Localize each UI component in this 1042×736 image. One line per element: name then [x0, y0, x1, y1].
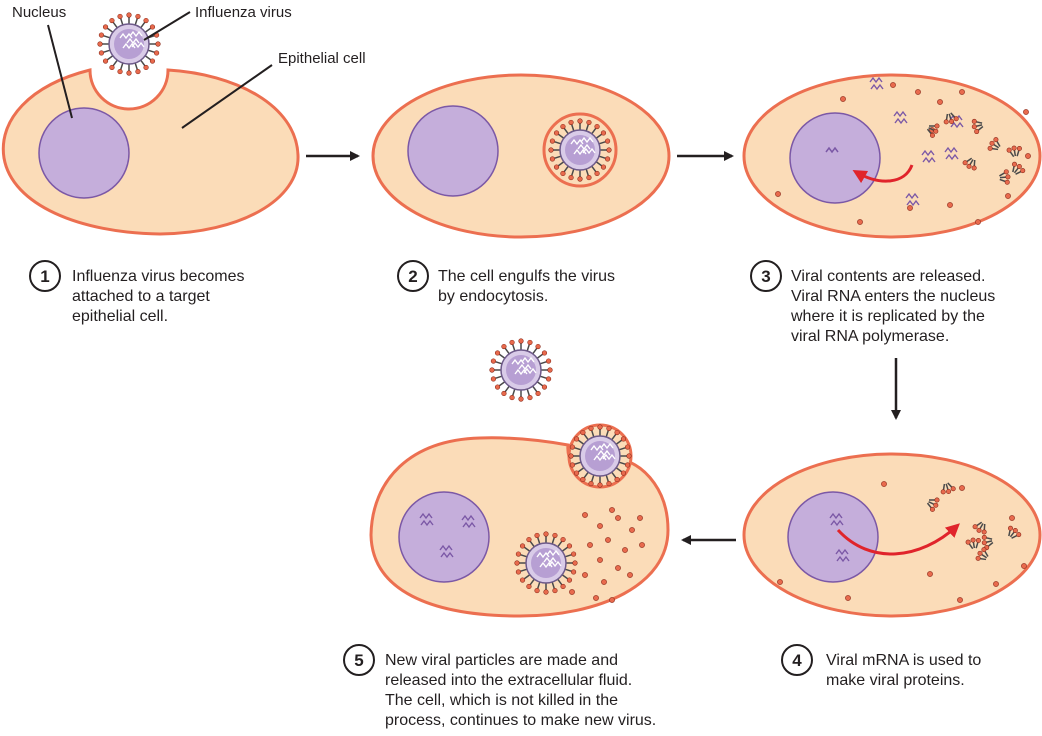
- viral-rna-in-nucleus: [825, 146, 839, 154]
- step-number: 4: [792, 651, 802, 670]
- cell-step-4: [742, 452, 1042, 618]
- step-2-caption: 2 The cell engulfs the virus by endocyto…: [397, 260, 619, 305]
- cell-pointer-line: [181, 64, 273, 129]
- label-nucleus: Nucleus: [12, 4, 66, 21]
- step-4-caption: 4 Viral mRNA is used to make viral prote…: [781, 644, 986, 689]
- step-1-caption: 1 Influenza virus becomes attached to a …: [29, 260, 249, 325]
- step-description: Viral mRNA is used to make viral protein…: [826, 652, 986, 689]
- epithelial-cell: [742, 73, 1042, 239]
- released-free-virus: [489, 338, 553, 402]
- step-description: Viral contents are released. Viral RNA e…: [790, 268, 1000, 345]
- rna-entry-arrow: [852, 164, 914, 184]
- step-number-badge: [781, 644, 813, 676]
- nucleus: [398, 491, 490, 583]
- virus-pointer-line: [143, 11, 191, 41]
- viral-proteins: [569, 507, 645, 603]
- step-3-caption: 3 Viral contents are released. Viral RNA…: [750, 260, 1000, 345]
- engulfed-virus: [548, 118, 612, 182]
- cell-step-3: [742, 73, 1042, 239]
- nucleus: [787, 491, 879, 583]
- viral-mrna: [829, 512, 850, 563]
- released-viral-contents: [775, 82, 1031, 225]
- cell-step-2: [371, 73, 671, 239]
- step-5-caption: 5 New viral particles are made and relea…: [343, 644, 656, 729]
- step-number: 3: [761, 267, 770, 286]
- released-capsid-fragments: [926, 112, 1026, 185]
- cell-step-5: [369, 423, 670, 618]
- assembled-virus: [514, 531, 578, 595]
- label-epithelial-cell: Epithelial cell: [278, 50, 366, 67]
- step-description: Influenza virus becomes attached to a ta…: [72, 268, 249, 325]
- step-description: New viral particles are made and release…: [385, 652, 656, 729]
- new-viral-proteins: [777, 481, 1027, 603]
- step-number-badge: [343, 644, 375, 676]
- step-number: 5: [354, 651, 363, 670]
- replicated-viral-rna: [419, 512, 476, 559]
- assembling-capsids: [926, 482, 1022, 561]
- released-viral-rna: [869, 76, 964, 207]
- nucleus-pointer-line: [47, 24, 73, 119]
- step-number-badge: [397, 260, 429, 292]
- nucleus: [789, 112, 881, 204]
- step-number: 2: [408, 267, 417, 286]
- cell-step-1: Nucleus Influenza virus Epithelial cell: [1, 4, 366, 236]
- label-influenza-virus: Influenza virus: [195, 4, 292, 21]
- nucleus: [407, 105, 499, 197]
- influenza-virus: [97, 12, 161, 76]
- step-number: 1: [40, 267, 49, 286]
- nucleus: [38, 107, 130, 199]
- budding-virus: [568, 424, 632, 488]
- step-number-badge: [750, 260, 782, 292]
- step-number-badge: [29, 260, 61, 292]
- protein-synthesis-arrow: [836, 523, 960, 556]
- step-description: The cell engulfs the virus by endocytosi…: [438, 268, 619, 305]
